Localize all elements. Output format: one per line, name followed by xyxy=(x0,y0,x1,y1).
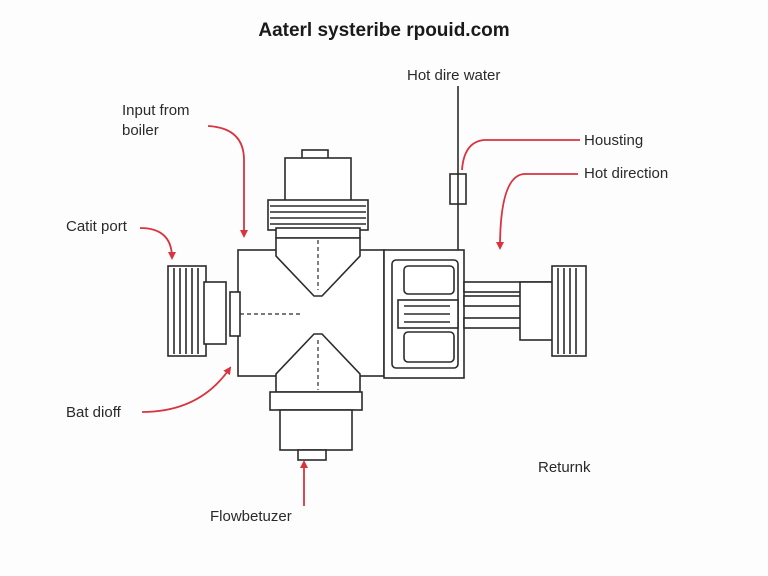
arrow-bat-dioff xyxy=(141,366,232,413)
bottom-collar xyxy=(269,391,363,411)
arrow-catit-port xyxy=(139,227,176,260)
arrow-hot-direction xyxy=(496,173,578,250)
label-hot-dire-water: Hot dire water xyxy=(407,67,501,84)
diagram-title: Aaterl systeribe rpouid.com xyxy=(258,20,510,41)
label-catit-port: Catit port xyxy=(66,218,127,235)
arrow-housting xyxy=(461,139,580,171)
label-flowbetuzer: Flowbetuzer xyxy=(210,508,292,525)
label-input-from-boiler-line1: Input from xyxy=(122,102,190,119)
label-hot-direction: Hot direction xyxy=(584,165,669,182)
annotation-arrows xyxy=(139,125,580,506)
right-end-cap xyxy=(551,265,587,357)
housing-left-tab xyxy=(229,291,241,337)
bottom-neck xyxy=(279,409,353,451)
valve-body-group xyxy=(167,149,587,461)
top-neck xyxy=(284,157,352,203)
bottom-cap xyxy=(297,449,327,461)
left-port-adapter xyxy=(203,281,227,345)
arrow-input-from-boiler xyxy=(207,125,248,238)
label-input-from-boiler-line2: boiler xyxy=(122,122,159,139)
top-ribbed-collar xyxy=(267,199,369,231)
label-housting: Housting xyxy=(584,132,644,149)
label-bat-dioff: Bat dioff xyxy=(66,404,121,421)
label-returnk: Returnk xyxy=(538,459,591,476)
upper-funnel xyxy=(275,237,361,297)
